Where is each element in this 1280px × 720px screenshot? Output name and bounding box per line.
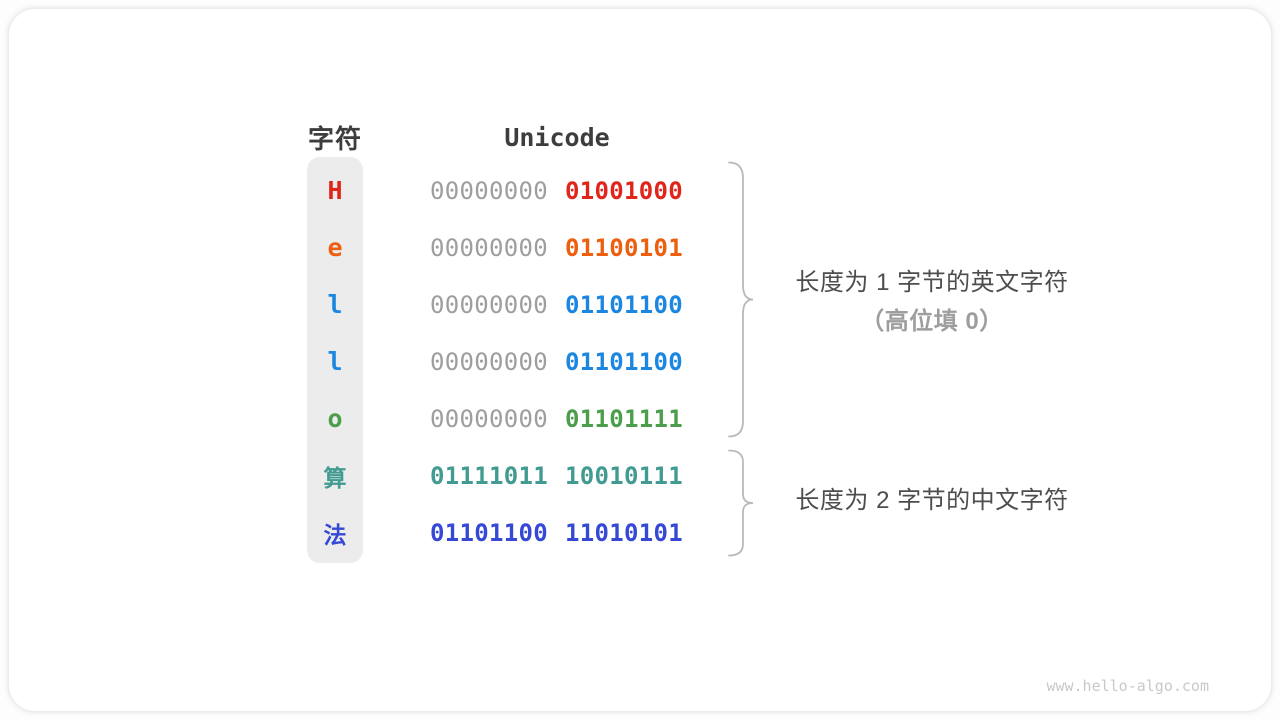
unicode-byte-high: 00000000 xyxy=(430,347,548,376)
unicode-byte-low: 01001000 xyxy=(565,176,683,205)
unicode-byte-low: 01100101 xyxy=(565,233,683,262)
annotation-english-group: 长度为 1 字节的英文字符 （高位填 0） xyxy=(772,266,1092,339)
character-cell: o xyxy=(327,404,343,433)
unicode-byte-low: 01101100 xyxy=(565,290,683,319)
table-row: e 00000000 01100101 xyxy=(9,219,1271,276)
annotation-chinese-group: 长度为 2 字节的中文字符 xyxy=(772,484,1092,518)
character-cell: e xyxy=(327,233,343,262)
character-cell: l xyxy=(327,290,343,319)
annotation-english-line1: 长度为 1 字节的英文字符 xyxy=(795,269,1069,296)
unicode-byte-low: 10010111 xyxy=(565,461,683,490)
table-row: H 00000000 01001000 xyxy=(9,162,1271,219)
annotation-chinese-line1: 长度为 2 字节的中文字符 xyxy=(795,487,1069,514)
unicode-byte-high: 00000000 xyxy=(430,233,548,262)
unicode-byte-high: 01101100 xyxy=(430,518,548,547)
unicode-byte-low: 11010101 xyxy=(565,518,683,547)
table-row: 法 01101100 11010101 xyxy=(9,504,1271,561)
unicode-byte-low: 01101100 xyxy=(565,347,683,376)
unicode-byte-high: 00000000 xyxy=(430,404,548,433)
unicode-byte-high: 00000000 xyxy=(430,176,548,205)
table-row: l 00000000 01101100 xyxy=(9,333,1271,390)
brace-english-group xyxy=(727,161,755,438)
table-row: l 00000000 01101100 xyxy=(9,276,1271,333)
character-column-background xyxy=(307,157,363,563)
character-cell: 法 xyxy=(323,521,347,548)
column-header-unicode: Unicode xyxy=(504,122,610,152)
table-row: o 00000000 01101111 xyxy=(9,390,1271,447)
unicode-byte-high: 01111011 xyxy=(430,461,548,490)
annotation-english-line2: （高位填 0） xyxy=(860,308,1004,335)
table-row: 算 01111011 10010111 xyxy=(9,447,1271,504)
character-cell: l xyxy=(327,347,343,376)
character-cell: H xyxy=(327,176,343,205)
brace-chinese-group xyxy=(727,449,755,557)
watermark-url: www.hello-algo.com xyxy=(1046,677,1209,695)
figure-card: 字符 Unicode H 00000000 01001000 e 0000000… xyxy=(9,9,1271,711)
character-cell: 算 xyxy=(323,464,347,491)
unicode-byte-low: 01101111 xyxy=(565,404,683,433)
column-header-char: 字符 xyxy=(307,123,362,154)
unicode-byte-high: 00000000 xyxy=(430,290,548,319)
